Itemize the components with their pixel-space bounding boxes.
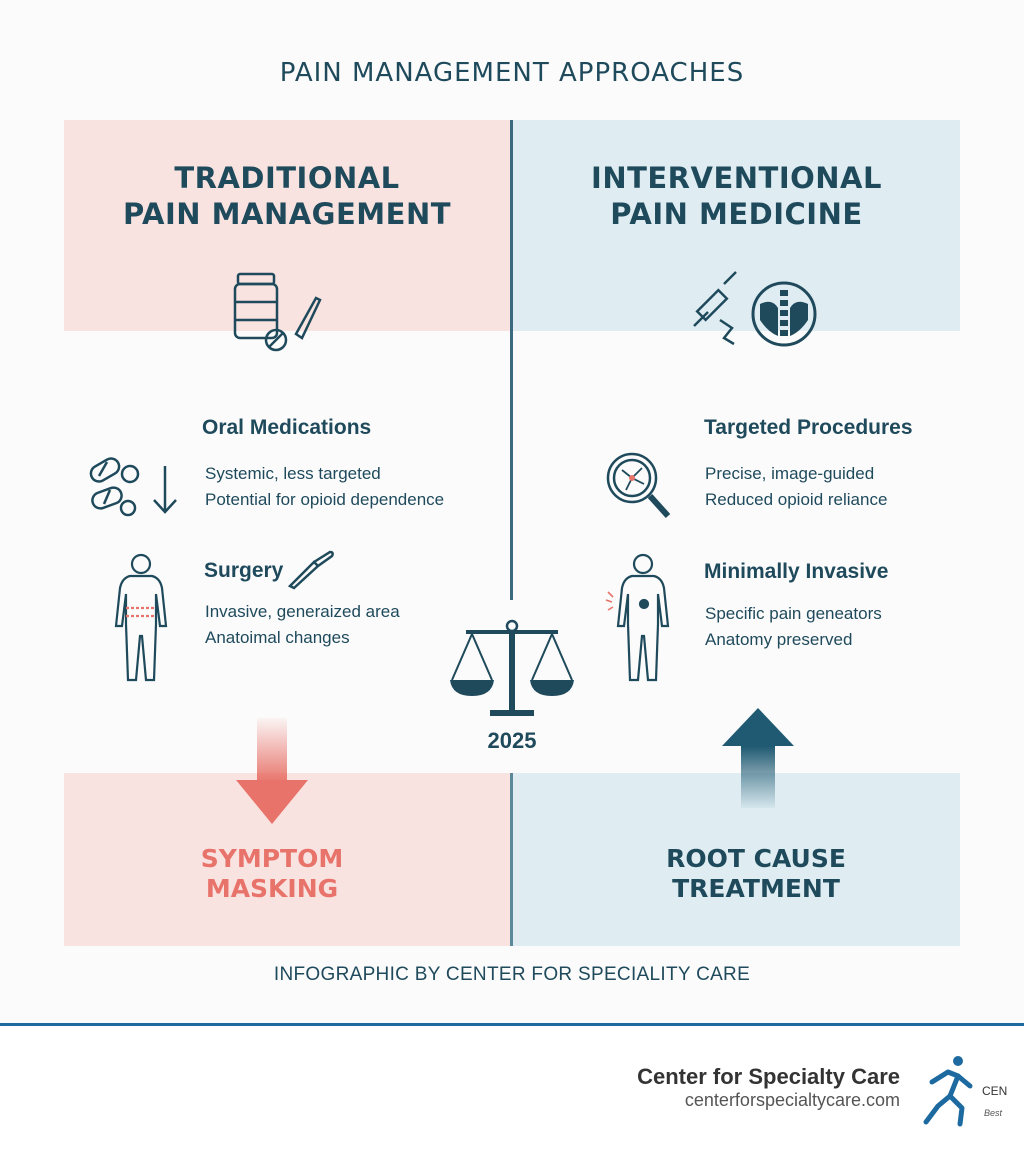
footer-rule <box>0 1023 1024 1026</box>
oral-medications-line2: Potential for opioid dependence <box>205 490 445 509</box>
traditional-heading-line2: PAIN MANAGEMENT <box>122 197 452 231</box>
targeted-procedures-title: Targeted Procedures <box>704 416 913 439</box>
root-cause-panel <box>513 773 960 946</box>
symptom-masking-label: SYMPTOM MASKING <box>64 844 480 904</box>
spine-icon <box>751 281 817 347</box>
surgery-line1: Invasive, generaized area <box>205 602 400 621</box>
year-label: 2025 <box>487 728 537 753</box>
surgery-line2: Anatoimal changes <box>205 628 350 647</box>
symptom-masking-line1: SYMPTOM <box>200 844 344 873</box>
runner-logo-icon <box>923 1056 973 1127</box>
center-divider-top <box>510 120 513 600</box>
root-cause-line1: ROOT CAUSE <box>666 844 846 873</box>
minimally-invasive-line1: Specific pain geneators <box>705 604 882 623</box>
infographic-credit: INFOGRAPHIC BY CENTER FOR SPECIALITY CAR… <box>273 964 751 985</box>
pills-icon <box>89 457 140 517</box>
minimally-invasive-title: Minimally Invasive <box>704 560 889 583</box>
traditional-heading: TRADITIONAL PAIN MANAGEMENT <box>64 160 510 232</box>
down-arrow-icon <box>236 718 308 824</box>
magnifier-icon <box>606 452 671 519</box>
interventional-header-panel <box>513 120 960 331</box>
targeted-procedures-line1: Precise, image-guided <box>705 464 875 483</box>
body-icon <box>605 553 670 682</box>
syringe-icon <box>693 271 737 346</box>
down-arrow-icon <box>153 466 177 514</box>
footer-band <box>0 1026 1024 1154</box>
logo-text: CEN <box>982 1084 1008 1098</box>
oral-medications-line1: Systemic, less targeted <box>205 464 381 483</box>
oral-medications-title: Oral Medications <box>202 416 372 439</box>
scale-icon <box>450 619 574 716</box>
targeted-procedures-line2: Reduced opioid reliance <box>705 490 888 509</box>
brand-url[interactable]: centerforspecialtycare.com <box>684 1090 900 1110</box>
surgery-title: Surgery <box>204 559 284 582</box>
page-title: PAIN MANAGEMENT APPROACHES <box>279 58 745 88</box>
logo-subtext: Best <box>984 1108 1003 1118</box>
traditional-heading-line1: TRADITIONAL <box>174 161 400 195</box>
root-cause-line2: TREATMENT <box>672 874 840 903</box>
minimally-invasive-line2: Anatomy preserved <box>705 630 853 649</box>
interventional-heading-line1: INTERVENTIONAL <box>591 161 882 195</box>
interventional-heading: INTERVENTIONAL PAIN MEDICINE <box>513 160 960 232</box>
body-icon <box>114 553 168 682</box>
pill-bottle-icon <box>233 272 322 352</box>
center-divider-bottom <box>510 773 513 946</box>
scalpel-icon <box>287 550 334 590</box>
brand-name: Center for Specialty Care <box>637 1064 900 1089</box>
root-cause-label: ROOT CAUSE TREATMENT <box>533 844 979 904</box>
traditional-header-panel <box>64 120 510 331</box>
symptom-masking-line2: MASKING <box>205 874 339 903</box>
interventional-heading-line2: PAIN MEDICINE <box>610 197 863 231</box>
up-arrow-icon <box>722 708 794 808</box>
